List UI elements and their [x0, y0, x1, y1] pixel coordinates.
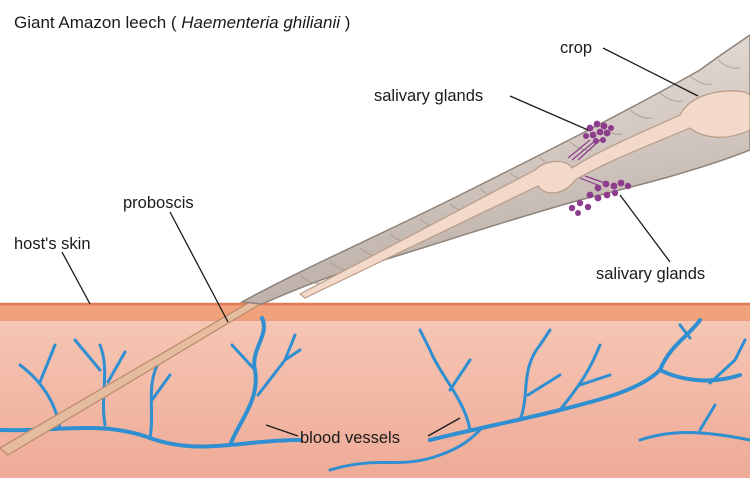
- host-tissue: [0, 318, 750, 478]
- title-scientific-name: Haementeria ghilianii: [181, 13, 341, 32]
- blood-vessels-leader-right: [427, 417, 461, 437]
- crop: [298, 90, 750, 299]
- hosts-skin-leader: [61, 251, 91, 305]
- blood-vessels-leader-left: [265, 424, 299, 437]
- salivary-glands-right-leader: [619, 194, 671, 263]
- title-paren-close: ): [340, 13, 351, 32]
- label-salivary-glands-right: salivary glands: [596, 265, 706, 283]
- salivary-glands-upper: [567, 120, 614, 161]
- label-hosts-skin: host's skin: [14, 235, 91, 253]
- title-paren-open: (: [166, 13, 182, 32]
- leech-body: [239, 34, 750, 305]
- proboscis-leader: [169, 211, 229, 323]
- label-proboscis: proboscis: [123, 194, 194, 212]
- label-blood-vessels: blood vessels: [300, 429, 400, 447]
- crop-leader: [602, 47, 699, 97]
- salivary-glands-lower: [568, 175, 632, 216]
- salivary-glands-top-leader: [509, 95, 589, 131]
- title-common-name: Giant Amazon leech: [14, 13, 167, 32]
- diagram-title: Giant Amazon leech ( Haementeria ghilian…: [14, 13, 350, 33]
- host-skin-surface: [0, 304, 750, 320]
- leader-lines: [61, 47, 699, 437]
- label-salivary-glands-top: salivary glands: [374, 87, 484, 105]
- label-crop: crop: [560, 39, 593, 57]
